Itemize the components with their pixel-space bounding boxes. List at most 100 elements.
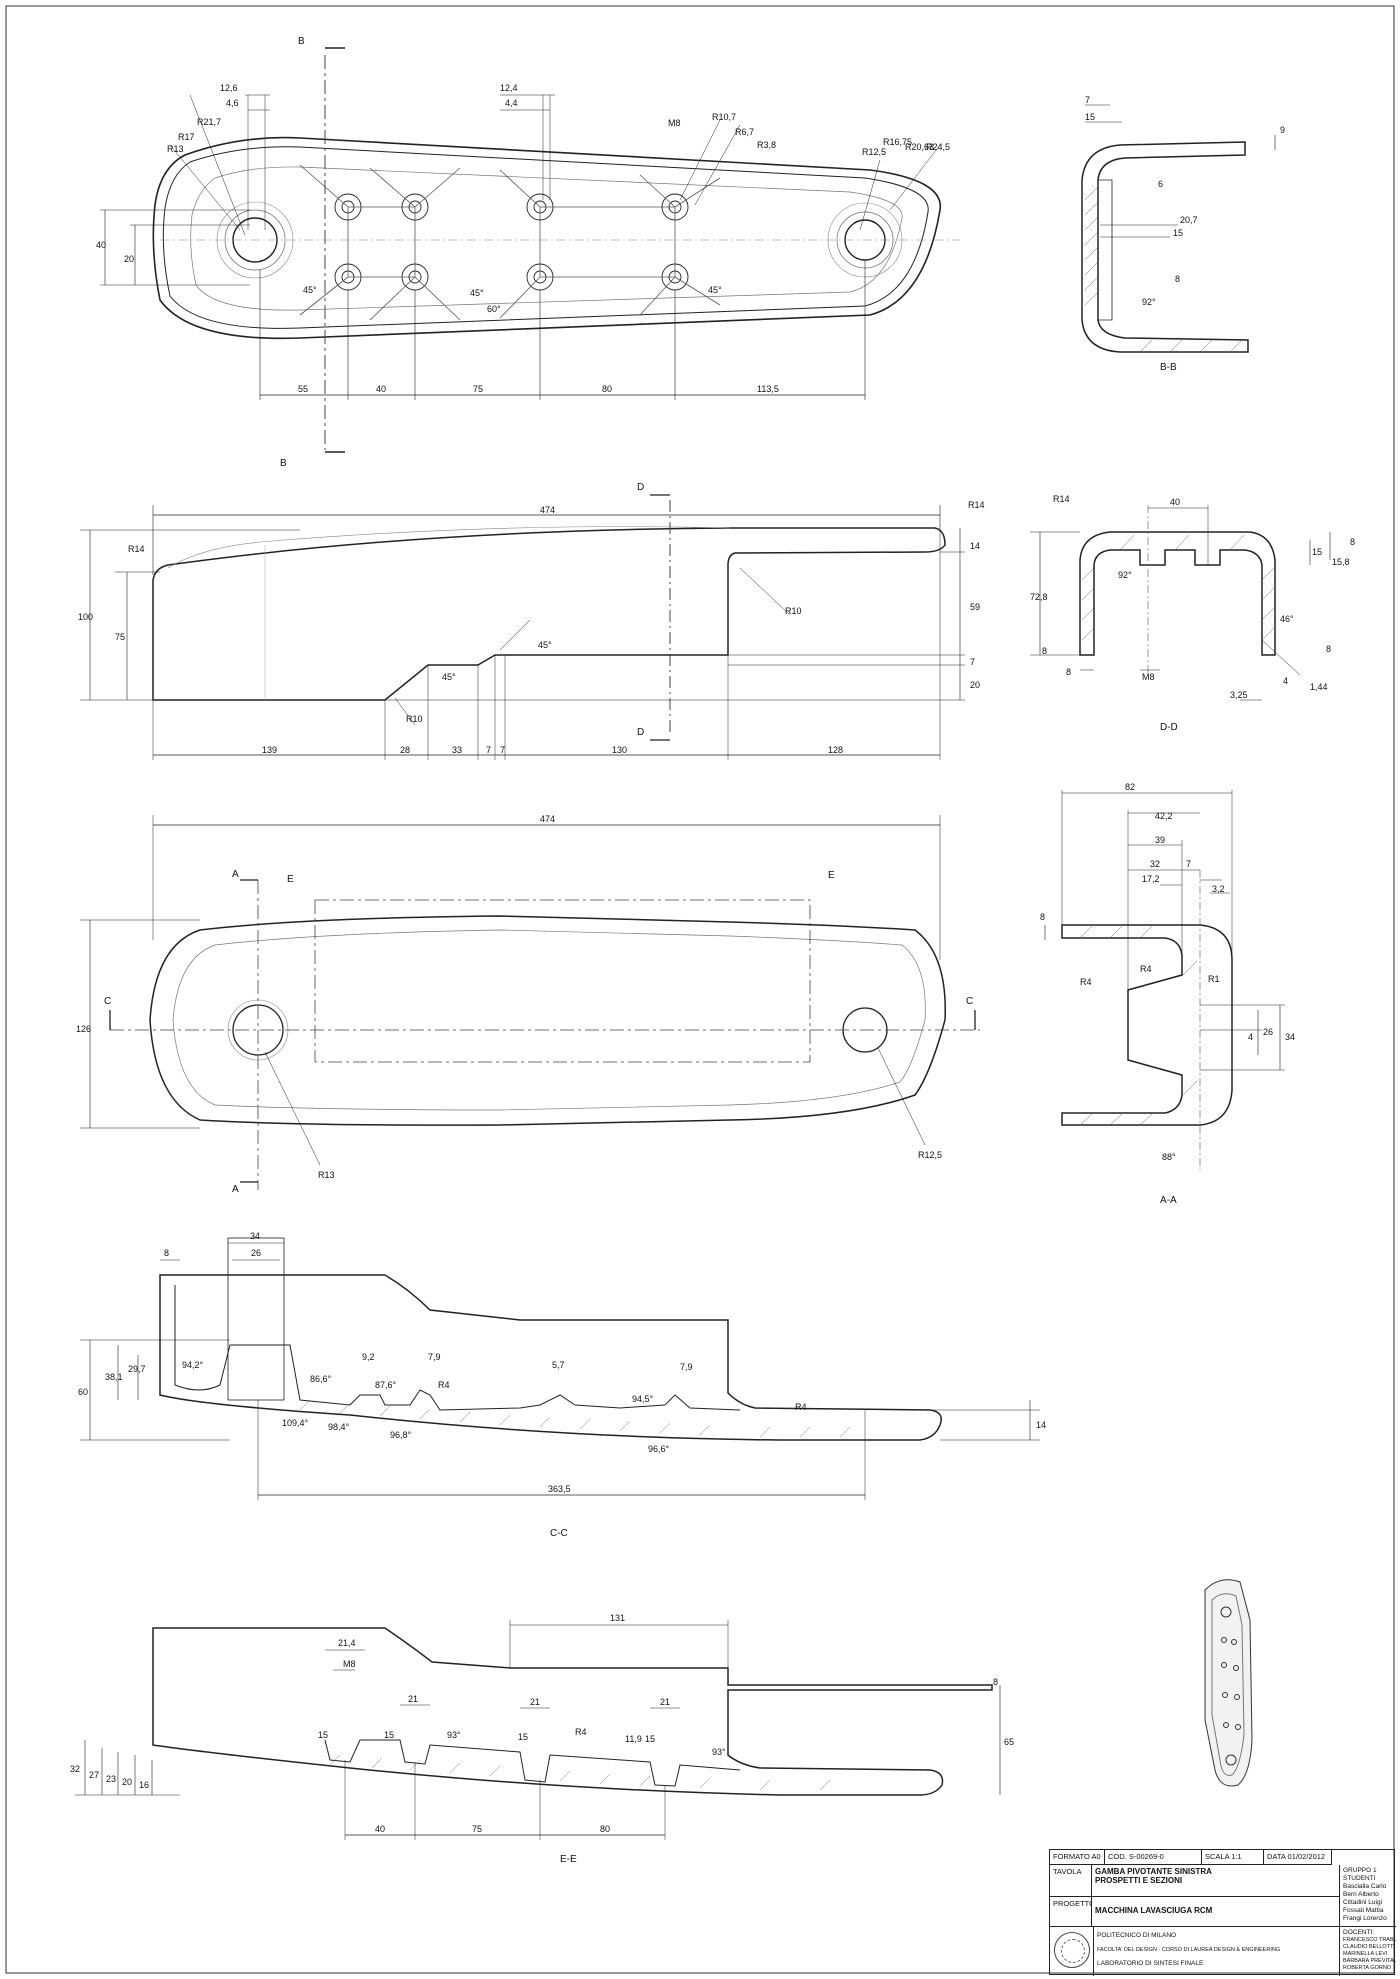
- dim-4-6: 4,6: [226, 98, 239, 108]
- section-c-c-profile: [159, 1274, 942, 1441]
- dd-dim-15-8: 15,8: [1332, 557, 1350, 567]
- plan-dim-r13: R13: [318, 1170, 335, 1180]
- dim-12-6: 12,6: [220, 83, 238, 93]
- side-dim-7-b: 7: [500, 745, 505, 755]
- dd-dim-m8: M8: [1142, 672, 1155, 682]
- section-e-e: [75, 1620, 1001, 1840]
- ee-dim-80: 80: [600, 1824, 610, 1834]
- section-d-d-labels: D-D R14 40 15 15,8 8 72,8 92° 46° 8 8 8 …: [1030, 494, 1355, 733]
- bb-dim-15: 15: [1085, 112, 1095, 122]
- ee-dim-21-c: 21: [660, 1697, 670, 1707]
- dim-12-4: 12,4: [500, 83, 518, 93]
- ee-dim-8: 8: [993, 1677, 998, 1687]
- dd-dim-8-a: 8: [1350, 537, 1355, 547]
- cc-dim-r4-a: R4: [438, 1380, 450, 1390]
- ee-dim-27: 27: [89, 1770, 99, 1780]
- section-b-b-labels: B-B 7 15 9 6 20,7 15 8 92°: [1085, 95, 1285, 373]
- dim-r17: R17: [178, 132, 195, 142]
- dd-dim-72-8: 72,8: [1030, 592, 1048, 602]
- cc-dim-8: 8: [164, 1248, 169, 1258]
- student-name: Frangi Lorenzo: [1343, 1915, 1387, 1922]
- cc-angle-109-4: 109,4°: [282, 1418, 309, 1428]
- dd-dim-1-44: 1,44: [1310, 682, 1328, 692]
- teachers-label: DOCENTI:: [1343, 1929, 1375, 1936]
- ee-angle-93-a: 93°: [447, 1730, 461, 1740]
- aa-dim-8: 8: [1040, 912, 1045, 922]
- school-name: POLITECNICO DI MILANO: [1097, 1932, 1177, 1939]
- cut-label-d-top: D: [637, 482, 644, 493]
- aa-dim-r4-a: R4: [1080, 977, 1092, 987]
- tavola-label: TAVOLA: [1053, 1867, 1082, 1876]
- cc-angle-87-6: 87,6°: [375, 1380, 397, 1390]
- cc-angle-94-5: 94,5°: [632, 1394, 654, 1404]
- ee-dim-23: 23: [106, 1774, 116, 1784]
- ee-dim-75: 75: [472, 1824, 482, 1834]
- aa-dim-17-2: 17,2: [1142, 874, 1160, 884]
- cut-label-d-bottom: D: [637, 727, 644, 738]
- aa-dim-82: 82: [1125, 782, 1135, 792]
- dim-40-vertical: 40: [96, 240, 106, 250]
- bb-dim-15b: 15: [1173, 228, 1183, 238]
- ee-dim-21-4: 21,4: [338, 1638, 356, 1648]
- teacher-name: CLAUDIO BELLOTTI: [1343, 1944, 1395, 1950]
- cut-label-e-left: E: [287, 874, 294, 885]
- top-view-labels: B B 12,6 4,6 12,4 4,4 M8 R13 R17 R21,7 R…: [96, 36, 950, 469]
- cc-dim-363-5: 363,5: [548, 1484, 571, 1494]
- dd-dim-r14: R14: [1053, 494, 1070, 504]
- cc-dim-r4-b: R4: [795, 1402, 807, 1412]
- aa-dim-7: 7: [1186, 859, 1191, 869]
- aa-dim-4: 4: [1248, 1032, 1253, 1042]
- cc-angle-98-4: 98,4°: [328, 1422, 350, 1432]
- format-text: FORMATO A0: [1053, 1852, 1101, 1861]
- school-cell: POLITECNICO DI MILANO FACOLTA' DEL DESIG…: [1094, 1927, 1340, 1976]
- dim-r13: R13: [167, 144, 184, 154]
- section-b-b: [1081, 104, 1276, 353]
- side-dim-28: 28: [400, 745, 410, 755]
- tavola-title-line2: PROSPETTI E SEZIONI: [1095, 1876, 1183, 1885]
- dim-r20-63: R20,63: [905, 142, 934, 152]
- section-a-a-labels: A-A 82 42,2 39 32 7 17,2 3,2 8 R4 R4 R1 …: [1040, 782, 1295, 1206]
- ee-dim-32: 32: [70, 1764, 80, 1774]
- code-cell: COD. S-00269-0: [1105, 1850, 1202, 1865]
- side-dim-59: 59: [970, 602, 980, 612]
- ee-dim-20: 20: [122, 1777, 132, 1787]
- cut-label-b-bottom: B: [280, 458, 287, 469]
- section-a-a: [1044, 790, 1285, 1170]
- dd-dim-40: 40: [1170, 497, 1180, 507]
- side-view: [80, 494, 965, 760]
- plan-view-labels: A A E E C C 474 126 R13 R12,5: [76, 814, 973, 1195]
- aa-dim-r4-b: R4: [1140, 964, 1152, 974]
- dim-r24-5: R24,5: [926, 142, 950, 152]
- plan-view-outline: [149, 915, 946, 1126]
- side-dim-33: 33: [452, 745, 462, 755]
- student-name: Berri Alberto: [1343, 1891, 1379, 1898]
- aa-dim-3-2: 3,2: [1212, 884, 1225, 894]
- bb-dim-20-7: 20,7: [1180, 215, 1198, 225]
- cc-dim-5-7: 5,7: [552, 1360, 565, 1370]
- ee-dim-r4: R4: [575, 1727, 587, 1737]
- side-dim-20: 20: [970, 680, 980, 690]
- cc-dim-9-2: 9,2: [362, 1352, 375, 1362]
- cut-label-b-top: B: [298, 36, 305, 47]
- cc-dim-29-7: 29,7: [128, 1364, 146, 1374]
- side-dim-7-a: 7: [486, 745, 491, 755]
- section-d-d: [1030, 505, 1331, 701]
- progetto-label: PROGETTO: [1053, 1899, 1092, 1908]
- dim-r21-7: R21,7: [197, 117, 221, 127]
- cut-label-c-right: C: [966, 996, 973, 1007]
- code-text: COD. S-00269-0: [1108, 1852, 1164, 1861]
- cut-label-a-bottom: A: [232, 1184, 239, 1195]
- section-title-e-e: E-E: [560, 1854, 577, 1865]
- teacher-name: BARBARA PREVITALI: [1343, 1958, 1396, 1964]
- section-title-a-a: A-A: [1160, 1195, 1177, 1206]
- bb-dim-7: 7: [1085, 95, 1090, 105]
- section-title-b-b: B-B: [1160, 362, 1177, 373]
- students-cell: GRUPPO 1 STUDENTI Bascialla Carlo Berri …: [1340, 1865, 1396, 1927]
- bb-dim-8: 8: [1175, 274, 1180, 284]
- dd-angle-46: 46°: [1280, 614, 1294, 624]
- angle-60: 60°: [487, 304, 501, 314]
- cc-dim-7-9-b: 7,9: [680, 1362, 693, 1372]
- ee-angle-93-b: 93°: [712, 1747, 726, 1757]
- teacher-name: MARINELLA LEVI: [1343, 1951, 1388, 1957]
- students-label: STUDENTI: [1343, 1875, 1376, 1882]
